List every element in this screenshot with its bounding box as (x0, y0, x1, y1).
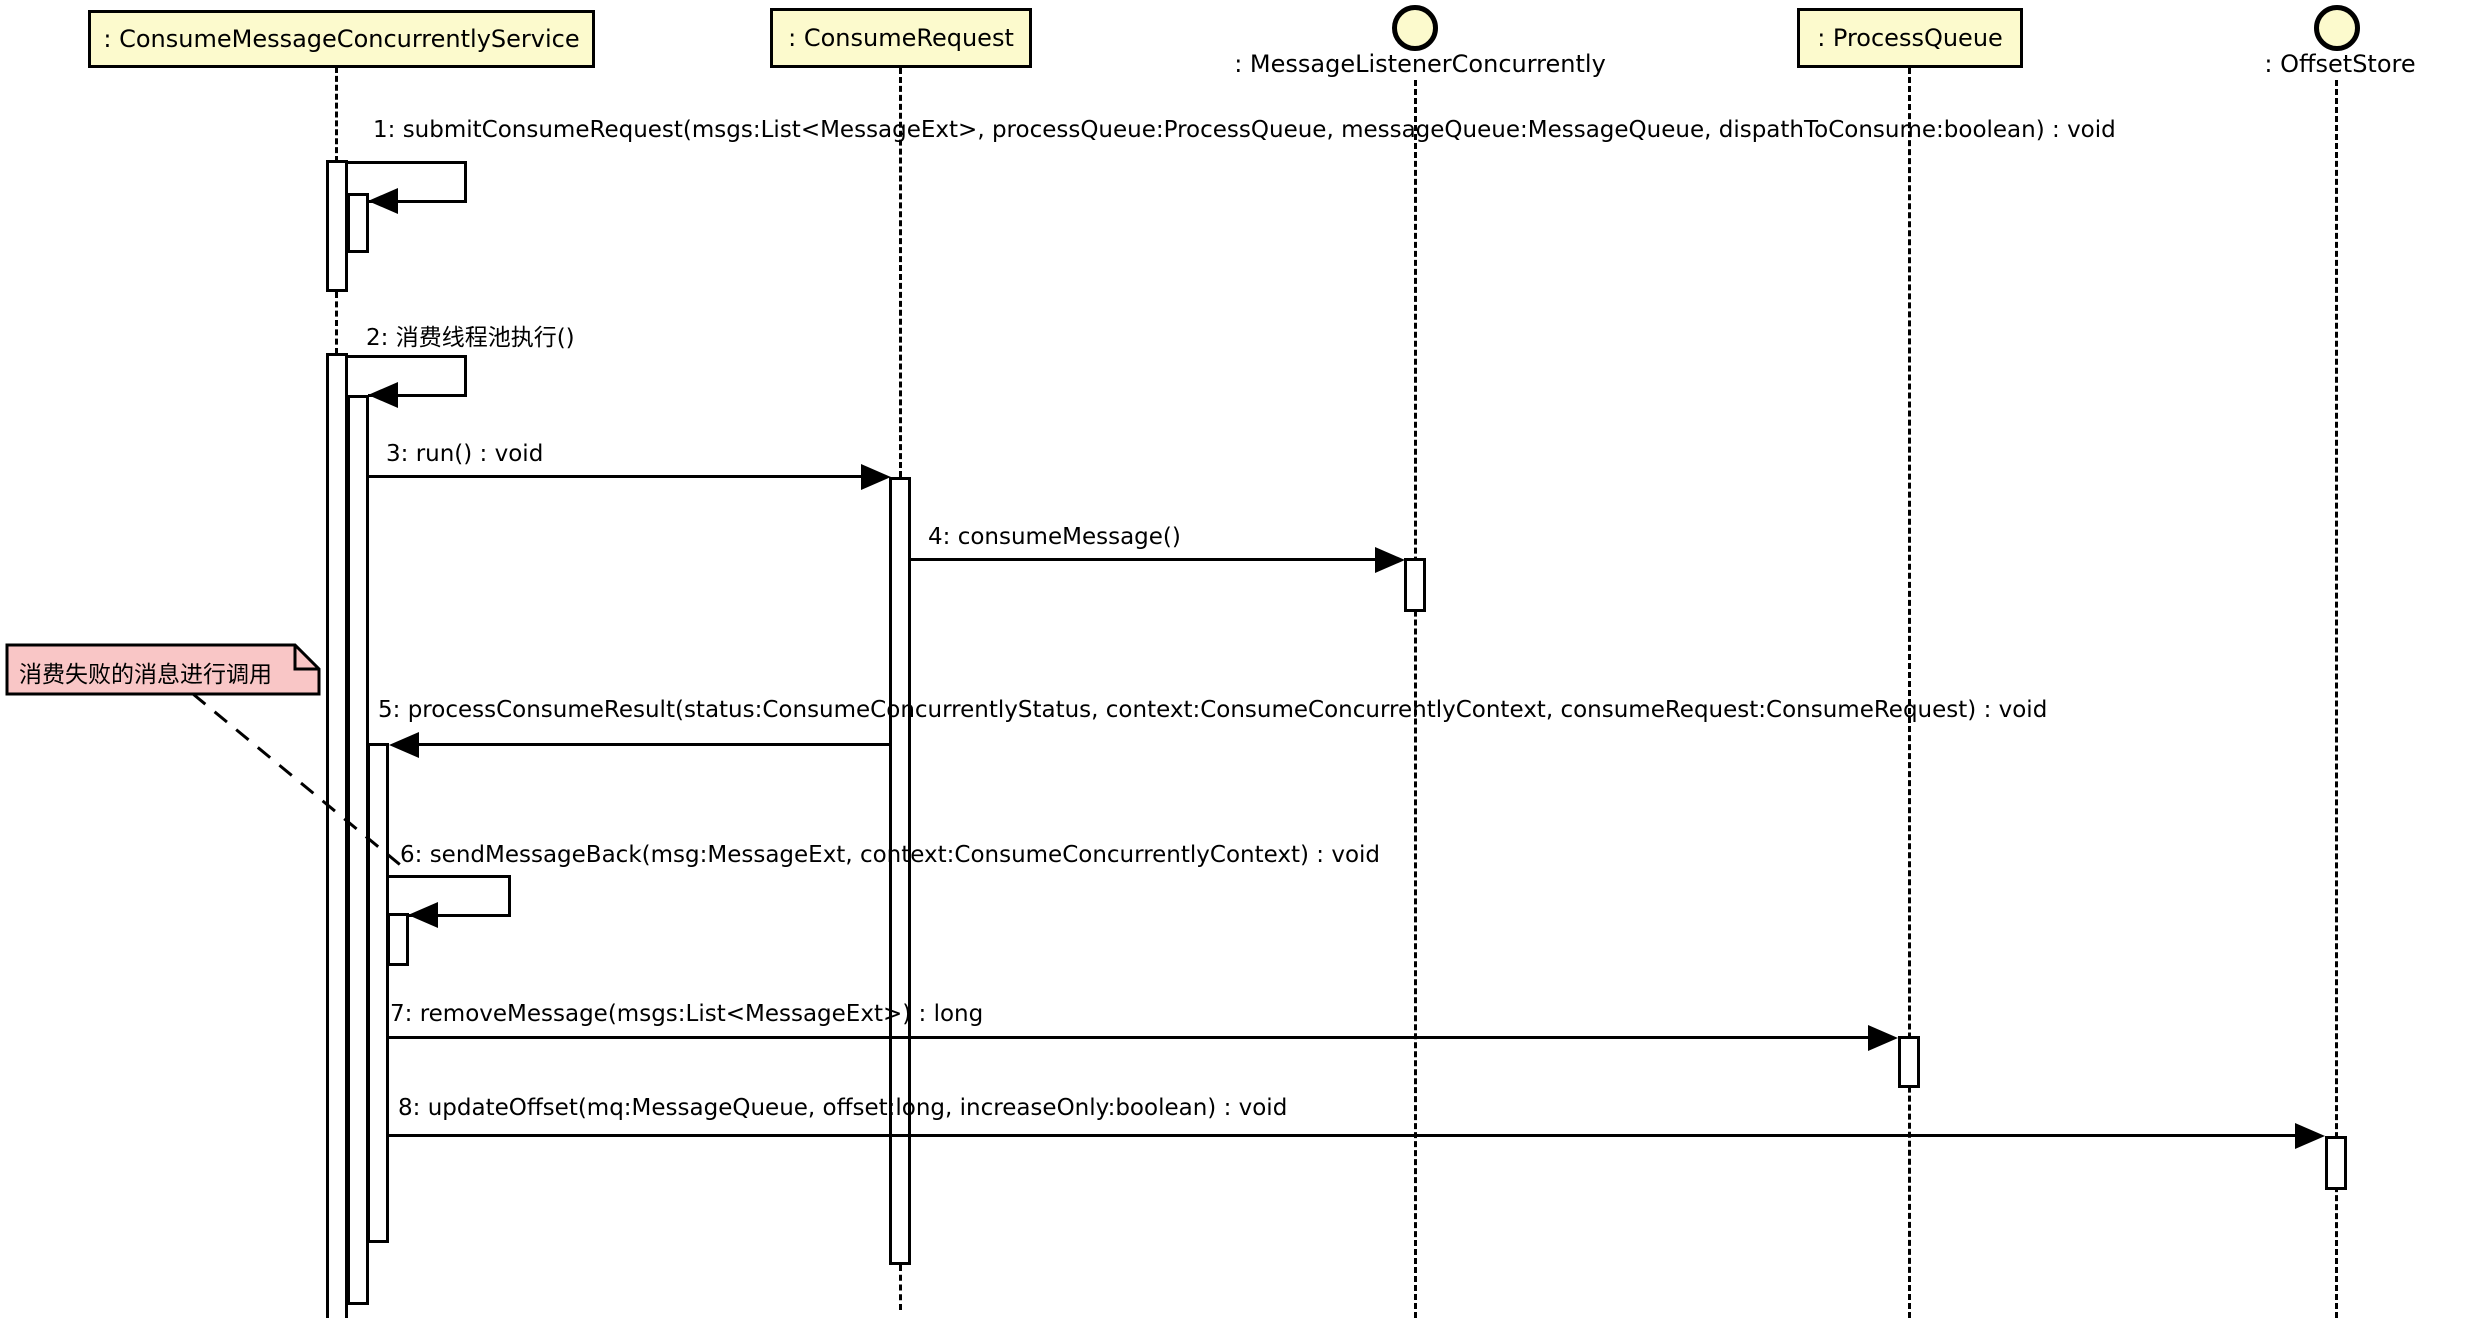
message-6-label: 6: sendMessageBack(msg:MessageExt, conte… (400, 842, 1381, 868)
activation-service-main (326, 353, 348, 1318)
message-1-loop-bottom (368, 200, 467, 203)
activation-service-main-nested (347, 395, 369, 1305)
participant-label-offset-store: : OffsetStore (2264, 50, 2416, 78)
message-5-label: 5: processConsumeResult(status:ConsumeCo… (378, 697, 2048, 723)
lifeline-service-segment-2 (335, 292, 338, 354)
message-1-loop-side (464, 161, 467, 203)
message-2-loop-bottom (368, 394, 467, 397)
note-text: 消费失败的消息进行调用 (19, 662, 272, 688)
activation-consume-request (889, 477, 911, 1265)
message-4-line (911, 558, 1381, 561)
lifeline-offset-store (2335, 80, 2338, 1318)
activation-process-queue (1898, 1036, 1920, 1088)
message-3-arrowhead-icon (861, 464, 891, 490)
activation-offset-store (2325, 1136, 2347, 1190)
lifeline-service-segment-1 (335, 67, 338, 162)
note-shape (5, 643, 321, 696)
lifeline-consume-request-segment-1 (899, 68, 902, 477)
message-8-arrowhead-icon (2295, 1123, 2325, 1149)
message-4-arrowhead-icon (1375, 547, 1405, 573)
participant-label-consume-request: : ConsumeRequest (788, 24, 1014, 52)
participant-label-listener: : MessageListenerConcurrently (1234, 50, 1606, 78)
message-7-arrowhead-icon (1868, 1025, 1898, 1051)
message-2-loop-side (464, 355, 467, 397)
message-6-loop-side (508, 875, 511, 917)
participant-label-service: : ConsumeMessageConcurrentlyService (103, 25, 580, 53)
message-3-line (368, 475, 862, 478)
message-2-label: 2: 消费线程池执行() (366, 325, 575, 351)
message-6-loop-top (388, 875, 511, 878)
message-2-loop-top (348, 355, 467, 358)
lifeline-process-queue (1908, 68, 1911, 1318)
note-box: 消费失败的消息进行调用 (5, 643, 323, 697)
activation-service-process-result (367, 743, 389, 1243)
activation-service-msg1 (326, 160, 348, 292)
activation-listener (1404, 558, 1426, 612)
message-6-arrowhead-icon (408, 902, 438, 928)
participant-label-process-queue: : ProcessQueue (1817, 24, 2003, 52)
activation-service-send-back (387, 913, 409, 966)
message-3-label: 3: run() : void (386, 441, 544, 467)
message-5-line (400, 743, 889, 746)
lifeline-consume-request-segment-2 (899, 1265, 902, 1310)
message-1-arrowhead-icon (368, 188, 398, 214)
message-1-label: 1: submitConsumeRequest(msgs:List<Messag… (373, 117, 2116, 143)
message-5-arrowhead-icon (389, 732, 419, 758)
participant-box-consume-request: : ConsumeRequest (770, 8, 1032, 68)
message-1-loop-top (348, 161, 467, 164)
message-4-label: 4: consumeMessage() (928, 524, 1181, 550)
participant-box-process-queue: : ProcessQueue (1797, 8, 2023, 68)
message-8-label: 8: updateOffset(mq:MessageQueue, offset:… (398, 1095, 1288, 1121)
message-7-label: 7: removeMessage(msgs:List<MessageExt>) … (390, 1001, 984, 1027)
participant-circle-offset-store-icon (2314, 5, 2360, 51)
message-8-line (388, 1134, 2299, 1137)
participant-box-service: : ConsumeMessageConcurrentlyService (88, 10, 595, 68)
message-2-arrowhead-icon (368, 382, 398, 408)
lifeline-listener (1414, 80, 1417, 1318)
activation-service-msg1-nested (347, 193, 369, 253)
message-6-loop-bottom (408, 914, 511, 917)
participant-circle-listener-icon (1392, 5, 1438, 51)
message-7-line (388, 1036, 1872, 1039)
